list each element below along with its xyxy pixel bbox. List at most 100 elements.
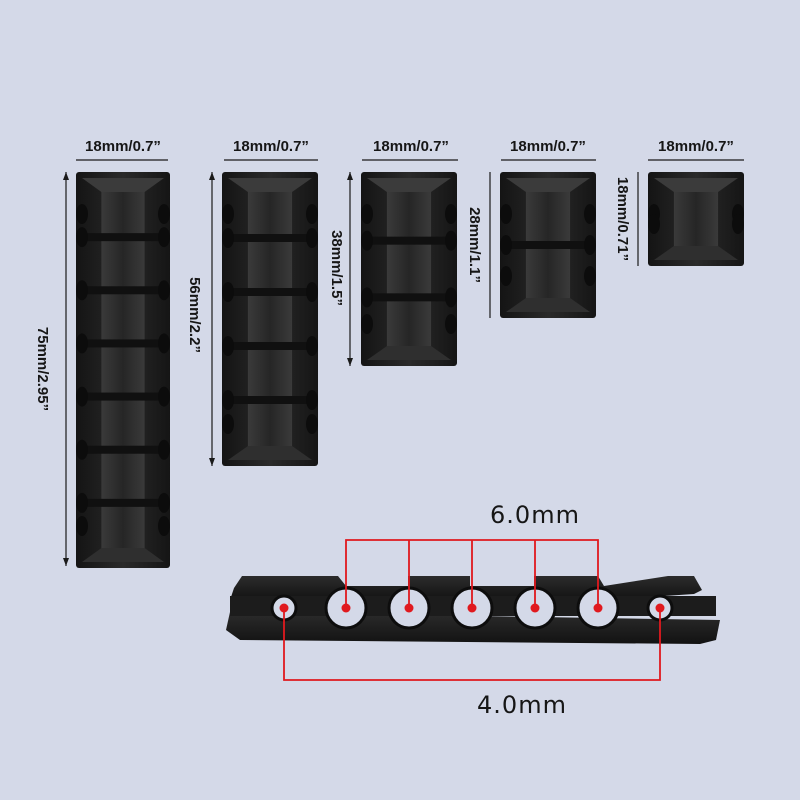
clip-notch [500, 235, 512, 255]
arrow-icon [347, 172, 353, 180]
clip-bottom-bevel [228, 446, 312, 460]
clip-notch [158, 516, 170, 536]
clip-notch [361, 204, 373, 224]
clip-notch [500, 266, 512, 286]
clip-1-body [76, 172, 170, 568]
hole-center-dot [279, 603, 289, 613]
clip-notch [158, 204, 170, 224]
clip-bottom-bevel [506, 298, 590, 312]
clip-slot [224, 234, 316, 242]
clip-notch [222, 282, 234, 302]
clip-3-height-label: 38mm/1.5” [328, 230, 345, 306]
upper-dimension-label: 6.0mm [490, 501, 580, 529]
clip-top-bevel [367, 178, 451, 192]
arrow-icon [63, 558, 69, 566]
clip-2-height-label: 56mm/2.2” [186, 277, 203, 353]
clip-profile: 6.0mm 4.0mm [226, 501, 720, 719]
hole-center-dot [655, 603, 665, 613]
clip-3-body [361, 172, 457, 366]
clip-notch [222, 390, 234, 410]
clip-notch [306, 228, 318, 248]
clip-slot [78, 233, 168, 242]
clip-3-slot: 18mm/0.7” 38mm/1.5” [328, 138, 458, 366]
clip-notch [732, 214, 744, 234]
clip-slot [78, 339, 168, 348]
clip-notch [306, 282, 318, 302]
clip-notch [445, 314, 457, 334]
arrow-icon [209, 458, 215, 466]
clip-7-slot: 18mm/0.7” 75mm/2.95” [34, 138, 170, 568]
clip-notch [445, 287, 457, 308]
clip-2-width-label: 18mm/0.7” [233, 138, 309, 155]
clip-notch [158, 386, 170, 407]
clip-notch [76, 333, 88, 354]
clip-ridge [101, 192, 145, 548]
clip-notch [76, 227, 88, 248]
hole-center-dot [341, 603, 351, 613]
clip-1-height-label: 75mm/2.95” [34, 327, 51, 411]
clip-bottom-bevel [82, 548, 164, 562]
clip-notch [158, 492, 170, 513]
clip-slot [224, 342, 316, 350]
clip-notch [222, 204, 234, 224]
clip-notch [222, 228, 234, 248]
arrow-icon [63, 172, 69, 180]
clip-notch [306, 390, 318, 410]
clip-notch [361, 230, 373, 251]
clip-4-width-label: 18mm/0.7” [510, 138, 586, 155]
clip-ridge [386, 192, 432, 346]
clip-5-body [648, 172, 744, 266]
clip-notch [306, 414, 318, 434]
clip-3-width-label: 18mm/0.7” [373, 138, 449, 155]
clip-notch [158, 333, 170, 354]
clip-notch [76, 386, 88, 407]
clip-top-bevel [228, 178, 312, 192]
clip-notch [584, 266, 596, 286]
clip-1-width-label: 18mm/0.7” [85, 138, 161, 155]
lower-bracket [283, 608, 661, 681]
hole-center-dot [404, 603, 414, 613]
clip-slot [224, 288, 316, 296]
clip-notch [445, 204, 457, 224]
clip-notch [584, 235, 596, 255]
clip-notch [361, 287, 373, 308]
clip-notch [158, 280, 170, 301]
clip-slot [502, 241, 594, 249]
clip-top-bevel [654, 178, 738, 192]
clip-notch [306, 336, 318, 356]
clip-notch [500, 204, 512, 224]
clip-notch [76, 492, 88, 513]
clip-notch [306, 204, 318, 224]
clip-top-bevel [506, 178, 590, 192]
clip-ridge [247, 192, 293, 446]
clip-notch [584, 204, 596, 224]
hole-center-dot [467, 603, 477, 613]
clip-ridge [673, 192, 719, 246]
clip-bottom-bevel [367, 346, 451, 360]
clip-5-slot: 18mm/0.7” 56mm/2.2” [186, 138, 318, 466]
clip-slot [78, 498, 168, 507]
clip-notch [76, 280, 88, 301]
clip-notch [158, 227, 170, 248]
clip-slot [224, 396, 316, 404]
arrow-icon [347, 358, 353, 366]
clip-5-height-label: 18mm/0.71” [614, 177, 631, 261]
clip-slot [78, 392, 168, 401]
clip-2-body [222, 172, 318, 466]
clip-slot [363, 236, 455, 245]
clip-4-body [500, 172, 596, 318]
clip-top-bevel [82, 178, 164, 192]
clip-notch [445, 230, 457, 251]
clip-2-slot: 18mm/0.7” 28mm/1.1” [466, 138, 596, 318]
clip-1-slot: 18mm/0.7” 18mm/0.71” [614, 138, 744, 266]
clip-notch [76, 439, 88, 460]
clip-slot [363, 293, 455, 302]
clip-notch [76, 516, 88, 536]
clip-notch [76, 204, 88, 224]
clip-bottom-bevel [654, 246, 738, 260]
arrow-icon [209, 172, 215, 180]
hole-center-dot [530, 603, 540, 613]
clip-notch [361, 314, 373, 334]
clip-notch [222, 414, 234, 434]
